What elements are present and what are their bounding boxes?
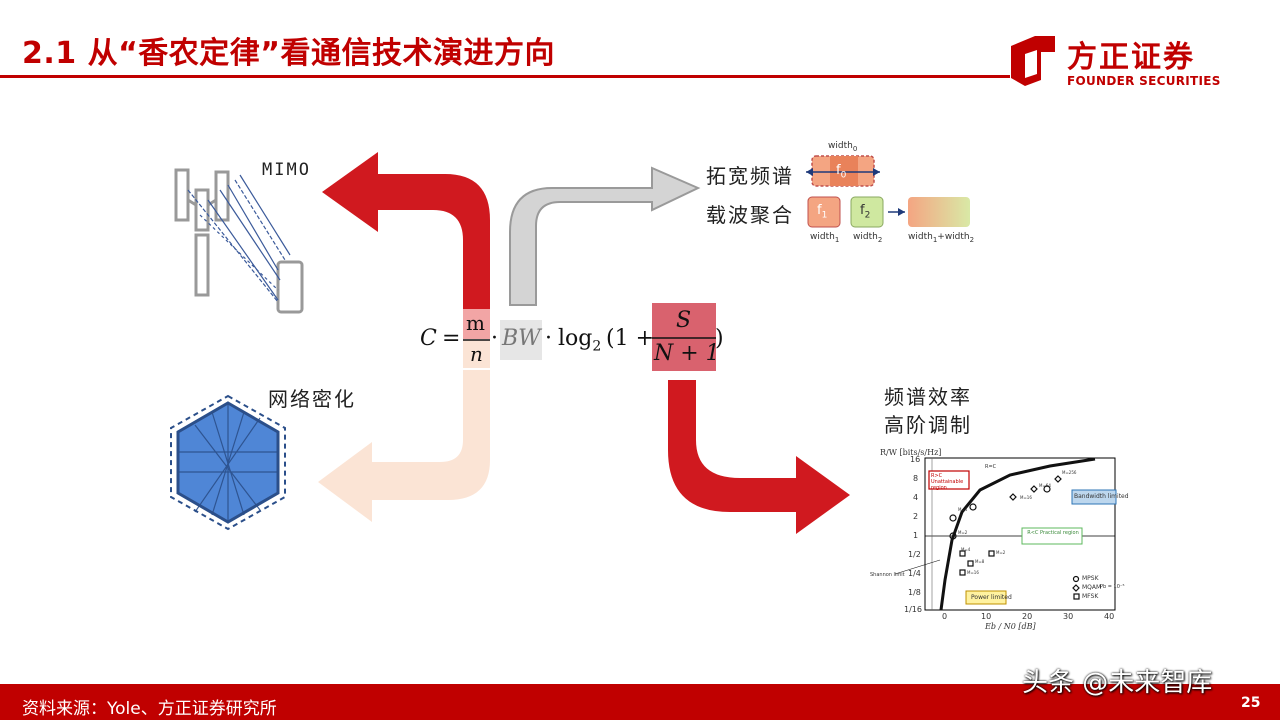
unattainable-region-box — [928, 470, 970, 490]
point-label-m16: M=16 — [1020, 495, 1032, 500]
chart-xtick-0: 0 — [942, 612, 948, 621]
formula-s: S — [676, 308, 692, 333]
f2-box — [850, 196, 884, 228]
width0-label: width0 — [828, 141, 858, 153]
chart-xtick-40: 40 — [1104, 612, 1115, 621]
chart-ytick-2: 2 — [913, 512, 919, 521]
arrow-to-network — [318, 370, 490, 522]
formula-n-plus-1: N + 1 — [654, 341, 720, 366]
formula-eq: = — [442, 326, 461, 351]
label-high-order-modulation: 高阶调制 — [884, 413, 972, 437]
label-spectral-efficiency: 频谱效率 — [884, 385, 972, 409]
snr-highlight — [652, 303, 716, 371]
source-note: 资料来源：Yole、方正证券研究所 — [22, 699, 277, 719]
chart-xtick-10: 10 — [981, 612, 992, 621]
chart-ytick-1: 1 — [913, 531, 919, 540]
formula-log: log2 — [558, 326, 602, 355]
m-highlight — [463, 309, 490, 339]
founder-logo-icon — [1011, 36, 1055, 86]
power-limited-label: Power limited — [971, 594, 1012, 601]
footer-bar — [0, 684, 1280, 720]
chart-xtick-30: 30 — [1063, 612, 1074, 621]
mimo-signal-lines — [187, 174, 291, 303]
chart-ylabel: R/W [bits/s/Hz] — [880, 448, 942, 457]
label-carrier-aggregation: 载波聚合 — [706, 203, 794, 227]
chart-ytick-1-16: 1/16 — [904, 605, 922, 614]
formula-open: (1 + — [606, 326, 655, 351]
efficiency-chart — [894, 457, 1117, 611]
arrow-to-spectrum — [509, 166, 701, 306]
chart-ytick-4: 4 — [913, 493, 919, 502]
f1-box — [807, 196, 841, 228]
chart-ytick-16: 16 — [910, 455, 921, 464]
watermark: 头条 @未来智库 — [1022, 668, 1213, 698]
legend-mqam: MQAM — [1082, 584, 1102, 591]
chart-xlabel: Eb / N0 [dB] — [985, 622, 1036, 631]
f1-label: f1 — [817, 203, 828, 221]
formula-dot1: · — [491, 326, 498, 351]
f2-label: f2 — [860, 203, 871, 221]
shannon-capacity-curve — [939, 457, 1096, 611]
legend-mfsk: MFSK — [1082, 593, 1099, 600]
page-title: 2.1 从“香农定律”看通信技术演进方向 — [22, 36, 556, 71]
network-hexagon-icon — [170, 394, 286, 531]
bandwidth-limited-box — [1071, 489, 1117, 505]
n-highlight — [463, 340, 490, 368]
point-label-m256: M=256 — [1062, 470, 1077, 475]
label-widen-spectrum: 拓宽频谱 — [706, 164, 794, 188]
formula-m: m — [466, 311, 485, 335]
point-label-m2: M=2 — [958, 530, 968, 535]
point-label-mfsk16: M=16 — [967, 570, 979, 575]
mimo-phone-icon — [276, 260, 304, 314]
width1-label: width1 — [810, 232, 840, 244]
power-limited-box — [965, 590, 1007, 605]
region-unattainable-label: R>C Unattainable region — [931, 473, 964, 491]
f0-core — [830, 156, 858, 186]
region-practical-label: R<C Practical region — [1027, 530, 1079, 536]
width2-label: width2 — [853, 232, 883, 244]
page-number: 25 — [1241, 695, 1261, 711]
label-network-densification: 网络密化 — [268, 387, 356, 411]
rc-label: R=C — [985, 464, 997, 470]
width-sum-label: width1+width2 — [908, 232, 975, 244]
formula-c: C — [420, 326, 437, 351]
mimo-antenna-icon — [174, 168, 230, 297]
f0-label: f0 — [836, 163, 847, 181]
formula-close: ) — [715, 326, 724, 351]
pb-label: Pb = 10⁻⁵ — [1100, 584, 1125, 590]
chart-ytick-8: 8 — [913, 474, 919, 483]
chart-xtick-20: 20 — [1022, 612, 1033, 621]
title-underline — [0, 75, 1010, 78]
arrow-to-mimo — [322, 152, 490, 310]
practical-region-box — [1021, 527, 1083, 545]
formula-dot2: · — [545, 326, 552, 351]
logo-text-cn: 方正证券 — [1067, 40, 1195, 75]
bw-highlight — [500, 320, 542, 360]
point-label-mfsk4: M=4 — [961, 547, 971, 552]
formula-n: n — [470, 342, 483, 366]
point-label-m64: M=64 — [1039, 483, 1051, 488]
chart-ytick-1-8: 1/8 — [908, 588, 921, 597]
arrow-to-chart — [668, 380, 850, 534]
aggregated-box — [908, 197, 970, 227]
point-label-m4: M=4 — [958, 507, 968, 512]
chart-ytick-1-2: 1/2 — [908, 550, 921, 559]
chart-ytick-1-4: 1/4 — [908, 569, 921, 578]
legend-mpsk: MPSK — [1082, 575, 1099, 582]
formula-bw: BW — [502, 326, 541, 351]
bandwidth-limited-label: Bandwidth limited — [1074, 493, 1129, 500]
logo-text-en: FOUNDER SECURITIES — [1067, 74, 1221, 88]
label-mimo: MIMO — [262, 160, 311, 180]
point-label-mfsk2: M=2 — [996, 550, 1006, 555]
founder-logo: 方正证券 FOUNDER SECURITIES — [1005, 32, 1225, 92]
point-label-mfsk8: M=8 — [975, 559, 985, 564]
shannon-limit-label: Shannon limit — [870, 572, 905, 578]
